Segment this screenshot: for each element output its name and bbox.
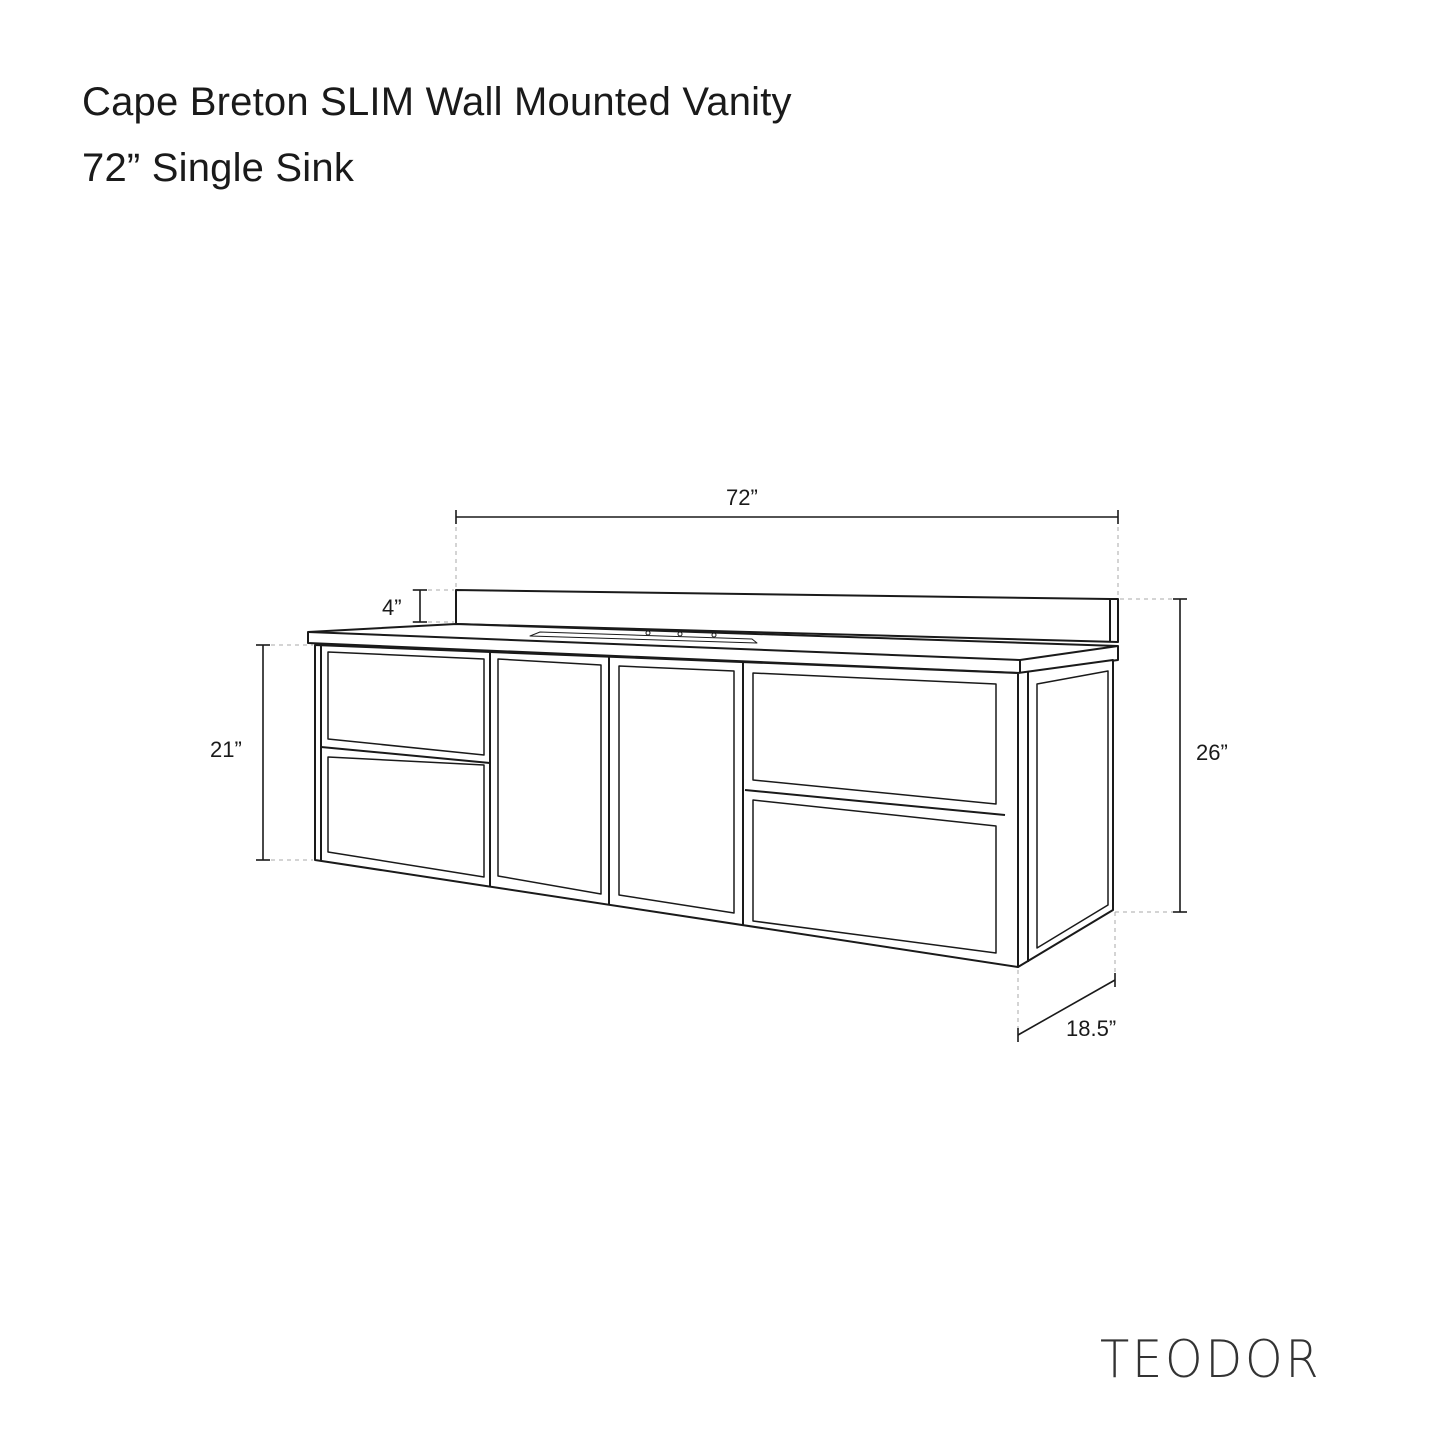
- drawer-left-top: [327, 651, 485, 756]
- vanity: [307, 589, 1119, 968]
- width-label: 72”: [726, 485, 758, 510]
- cabinet-height-label: 21”: [210, 737, 242, 762]
- side-panel: [1036, 670, 1109, 949]
- depth-label: 18.5”: [1066, 1016, 1116, 1041]
- backsplash-height-label: 4”: [382, 595, 402, 620]
- dimension-lines: [256, 510, 1187, 1042]
- drawer-right-top: [752, 672, 997, 805]
- sink: [529, 630, 758, 644]
- door-left: [497, 658, 602, 895]
- cabinet-side: [1017, 659, 1114, 968]
- door-right: [618, 665, 735, 914]
- total-height-label: 26”: [1196, 740, 1228, 765]
- drawer-right-bottom: [752, 799, 997, 954]
- extension-lines: [263, 527, 1180, 1035]
- product-title: Cape Breton SLIM Wall Mounted Vanity: [82, 80, 792, 124]
- backsplash: [455, 589, 1119, 643]
- brand-logo: TEODOR: [1100, 1330, 1322, 1390]
- drawer-left-bottom: [327, 756, 485, 878]
- product-subtitle: 72” Single Sink: [82, 146, 355, 190]
